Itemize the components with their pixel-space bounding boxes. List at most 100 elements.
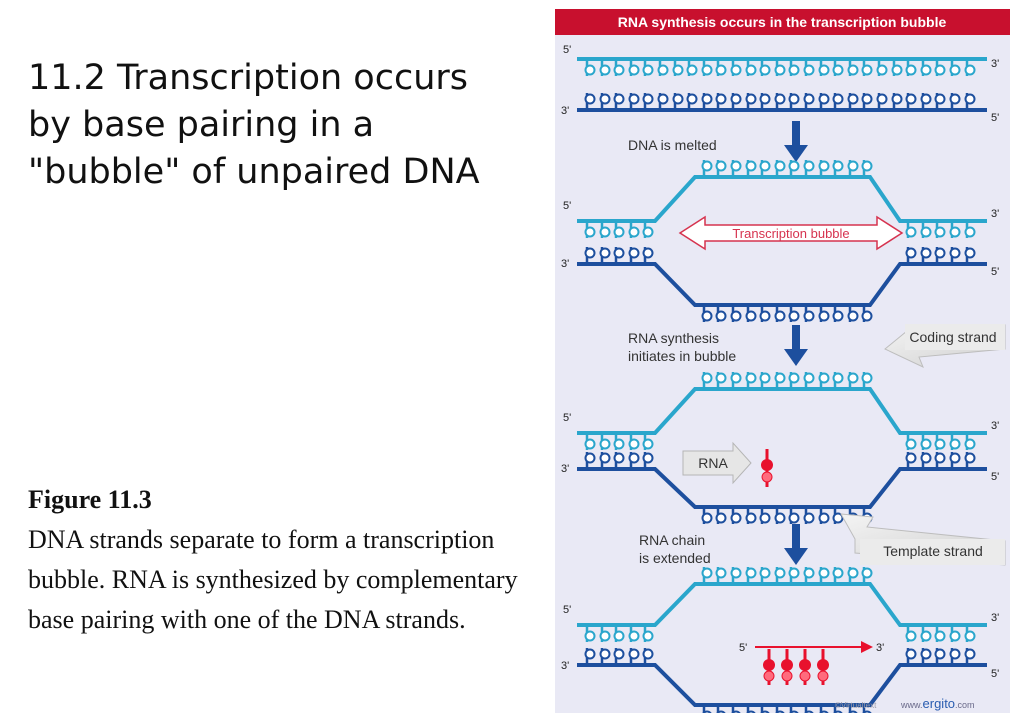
nucleotide-base bbox=[949, 648, 961, 663]
nucleotide-base bbox=[949, 93, 961, 108]
diagram-header: RNA synthesis occurs in the transcriptio… bbox=[618, 14, 947, 30]
template-strand-label: Template strand bbox=[883, 543, 983, 559]
nucleotide-base bbox=[861, 61, 873, 76]
nucleotide-base bbox=[920, 648, 932, 663]
nucleotide-base bbox=[803, 307, 815, 322]
stage-bubble: 5' 3' 3' 5' Transcription bubble bbox=[561, 160, 999, 322]
step-label-extended: RNA chain bbox=[639, 532, 705, 548]
nucleotide-base bbox=[759, 567, 771, 582]
nucleotide-base bbox=[701, 509, 713, 524]
nucleotide-base bbox=[832, 567, 844, 582]
end-label-3prime: 3' bbox=[561, 105, 569, 117]
step-label-melted: DNA is melted bbox=[628, 137, 717, 153]
nucleotide-base bbox=[745, 307, 757, 322]
nucleotide-base bbox=[715, 61, 727, 76]
nucleotide-base bbox=[584, 61, 596, 76]
nucleotide-base bbox=[628, 247, 640, 262]
nucleotide-base bbox=[964, 452, 976, 467]
nucleotide-base bbox=[905, 435, 917, 450]
template-strand-bases bbox=[584, 247, 976, 322]
nucleotide-base bbox=[905, 223, 917, 238]
nucleotide-base bbox=[745, 160, 757, 175]
end-label-5prime: 5' bbox=[991, 266, 999, 278]
nucleotide-base bbox=[803, 567, 815, 582]
nucleotide-base bbox=[832, 93, 844, 108]
nucleotide-base bbox=[964, 627, 976, 642]
nucleotide-base bbox=[934, 93, 946, 108]
nucleotide-base bbox=[599, 223, 611, 238]
nucleotide-base bbox=[613, 61, 625, 76]
nucleotide-base bbox=[789, 707, 799, 713]
transcription-diagram: RNA synthesis occurs in the transcriptio… bbox=[555, 9, 1010, 713]
stage-paired-dna: 5' 3' 3' 5' bbox=[561, 44, 999, 124]
nucleotide-base bbox=[686, 61, 698, 76]
nucleotide-base bbox=[861, 372, 873, 387]
nucleotide-base bbox=[613, 648, 625, 663]
nucleotide-base bbox=[672, 61, 684, 76]
nucleotide-base bbox=[701, 61, 713, 76]
nucleotide-base bbox=[833, 707, 843, 713]
nucleotide-base bbox=[599, 435, 611, 450]
nucleotide-base bbox=[774, 160, 786, 175]
nucleotide-base bbox=[876, 61, 888, 76]
nucleotide-base bbox=[584, 247, 596, 262]
nucleotide-base bbox=[920, 247, 932, 262]
nucleotide-base bbox=[642, 247, 654, 262]
nucleotide-base bbox=[774, 509, 786, 524]
nucleotide-base bbox=[701, 372, 713, 387]
header-bar bbox=[555, 9, 1010, 35]
nucleotide-base bbox=[818, 372, 830, 387]
nucleotide-base bbox=[934, 435, 946, 450]
nucleotide-base bbox=[775, 707, 785, 713]
nucleotide-base bbox=[745, 567, 757, 582]
nucleotide-base bbox=[818, 509, 830, 524]
nucleotide-base bbox=[701, 307, 713, 322]
caption-text: DNA strands separate to form a transcrip… bbox=[28, 525, 518, 634]
nucleotide-base bbox=[759, 93, 771, 108]
nucleotide-base bbox=[862, 707, 872, 713]
nucleotide-base bbox=[861, 307, 873, 322]
coding-strand-bases bbox=[584, 567, 976, 642]
nucleotide-base bbox=[759, 160, 771, 175]
nucleotide-base bbox=[702, 707, 712, 713]
end-label-5prime: 5' bbox=[563, 412, 571, 424]
nucleotide-base bbox=[686, 93, 698, 108]
rna-label: RNA bbox=[698, 455, 728, 471]
nucleotide-base bbox=[759, 372, 771, 387]
nucleotide-base bbox=[599, 247, 611, 262]
nucleotide-base bbox=[920, 627, 932, 642]
nucleotide-base bbox=[788, 307, 800, 322]
nucleotide-base bbox=[905, 452, 917, 467]
nucleotide-base bbox=[964, 435, 976, 450]
nucleotide-base bbox=[905, 93, 917, 108]
nucleotide-base bbox=[818, 61, 830, 76]
step-label-extended: is extended bbox=[639, 550, 711, 566]
nucleotide-base bbox=[613, 627, 625, 642]
nucleotide-base bbox=[642, 435, 654, 450]
nucleotide-base bbox=[964, 223, 976, 238]
end-label-3prime: 3' bbox=[991, 208, 999, 220]
nucleotide-base bbox=[642, 223, 654, 238]
coding-strand-bases bbox=[584, 61, 976, 76]
nucleotide-base bbox=[628, 452, 640, 467]
nucleotide-base bbox=[803, 93, 815, 108]
nucleotide-base bbox=[730, 372, 742, 387]
nucleotide-base bbox=[745, 372, 757, 387]
nucleotide-base bbox=[599, 648, 611, 663]
nucleotide-base bbox=[847, 372, 859, 387]
coding-strand-label: Coding strand bbox=[909, 329, 996, 345]
nucleotide-base bbox=[759, 307, 771, 322]
nucleotide-base bbox=[613, 223, 625, 238]
nucleotide-base bbox=[788, 93, 800, 108]
nucleotide-base bbox=[920, 452, 932, 467]
nucleotide-base bbox=[905, 61, 917, 76]
nucleotide-base bbox=[905, 627, 917, 642]
nucleotide-base bbox=[628, 435, 640, 450]
nucleotide-base bbox=[628, 93, 640, 108]
nucleotide-base bbox=[584, 648, 596, 663]
template-strand-bases bbox=[584, 452, 976, 524]
nucleotide-base bbox=[934, 648, 946, 663]
nucleotide-base bbox=[847, 61, 859, 76]
rna-pointer-arrow-icon bbox=[682, 441, 752, 485]
nucleotide-base bbox=[715, 307, 727, 322]
